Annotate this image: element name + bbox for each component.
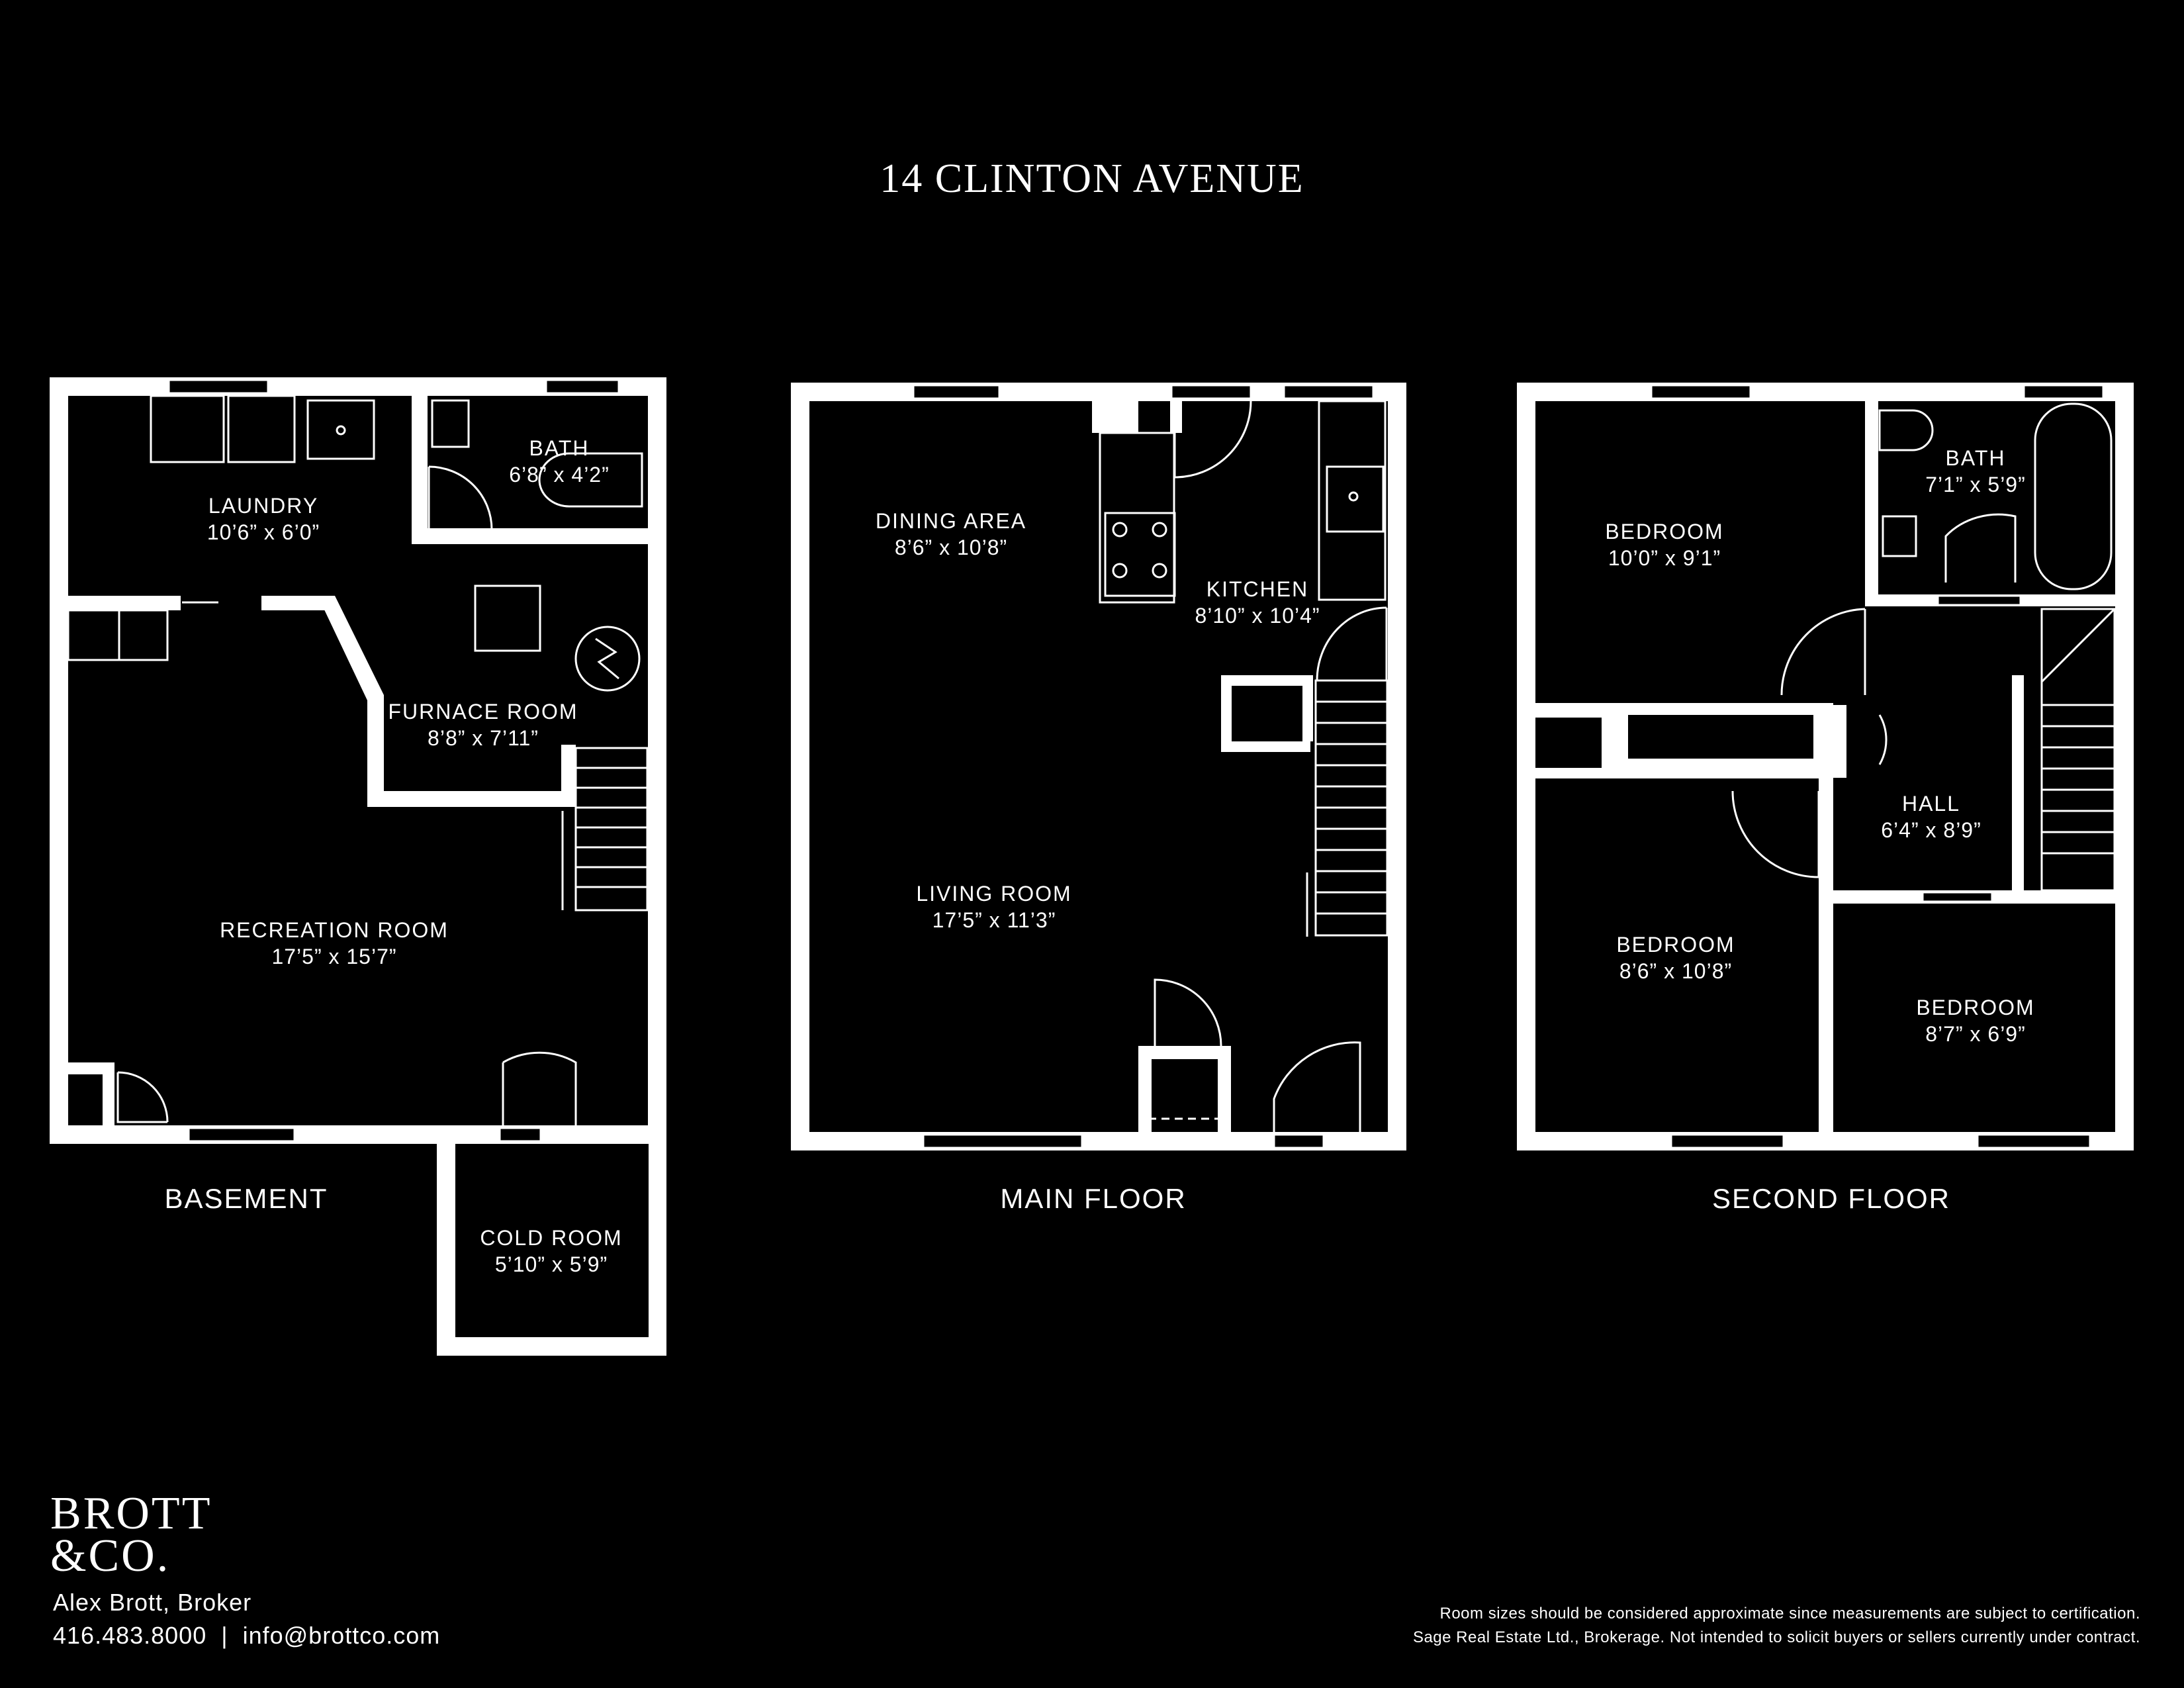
room-dimensions: 17’5” x 11’3” — [932, 908, 1056, 932]
disclaimer-line-2: Sage Real Estate Ltd., Brokerage. Not in… — [1412, 1628, 2140, 1646]
room-dimensions: 8’10” x 10’4” — [1195, 604, 1320, 628]
room-dimensions: 8’6” x 10’8” — [1619, 959, 1733, 983]
room-label-recreation-room: RECREATION ROOM 17’5” x 15’7” — [220, 918, 449, 968]
broker-name: Alex Brott, Broker — [53, 1589, 252, 1616]
room-label-bedroom-1: BEDROOM 10’0” x 9’1” — [1605, 520, 1724, 570]
room-dimensions: 7’1” x 5’9” — [1925, 473, 2026, 496]
room-label-hall: HALL 6’4” x 8’9” — [1881, 792, 1981, 842]
brand-logo: BROTT &CO. — [50, 1488, 212, 1581]
room-dimensions: 8’8” x 7’11” — [428, 726, 539, 750]
floor-label-basement: BASEMENT — [164, 1183, 328, 1214]
room-label-living-room: LIVING ROOM 17’5” x 11’3” — [916, 882, 1072, 932]
room-label-bedroom-2: BEDROOM 8’6” x 10’8” — [1616, 933, 1735, 983]
room-dimensions: 8’6” x 10’8” — [894, 536, 1008, 559]
room-dimensions: 8’7” x 6’9” — [1925, 1022, 2026, 1046]
basement-walls — [50, 377, 666, 1356]
room-label-bath-basement: BATH 6’8” x 4’2” — [509, 436, 610, 487]
room-label-bedroom-3: BEDROOM 8’7” x 6’9” — [1916, 996, 2035, 1046]
room-label-cold-room: COLD ROOM 5’10” x 5’9” — [480, 1226, 623, 1276]
main-floor-walls — [791, 383, 1406, 1150]
room-label-bath-second: BATH 7’1” x 5’9” — [1925, 446, 2026, 496]
contact-info: 416.483.8000 | info@brottco.com — [53, 1622, 441, 1649]
floor-label-main: MAIN FLOOR — [1000, 1183, 1187, 1214]
room-dimensions: 5’10” x 5’9” — [494, 1252, 608, 1276]
room-dimensions: 17’5” x 15’7” — [271, 945, 397, 968]
room-dimensions: 6’4” x 8’9” — [1881, 818, 1981, 842]
floor-label-second: SECOND FLOOR — [1711, 1183, 1951, 1214]
room-label-laundry: LAUNDRY 10’6” x 6’0” — [206, 494, 320, 544]
room-label-dining-area: DINING AREA 8’6” x 10’8” — [875, 509, 1027, 559]
room-dimensions: 6’8” x 4’2” — [509, 463, 610, 487]
page-title: 14 CLINTON AVENUE — [880, 156, 1304, 201]
room-dimensions: 10’6” x 6’0” — [206, 520, 320, 544]
room-label-furnace-room: FURNACE ROOM 8’8” x 7’11” — [388, 700, 578, 750]
disclaimer-line-1: Room sizes should be considered approxim… — [1439, 1605, 2140, 1622]
room-dimensions: 10’0” x 9’1” — [1608, 546, 1721, 570]
room-label-kitchen: KITCHEN 8’10” x 10’4” — [1195, 577, 1320, 628]
